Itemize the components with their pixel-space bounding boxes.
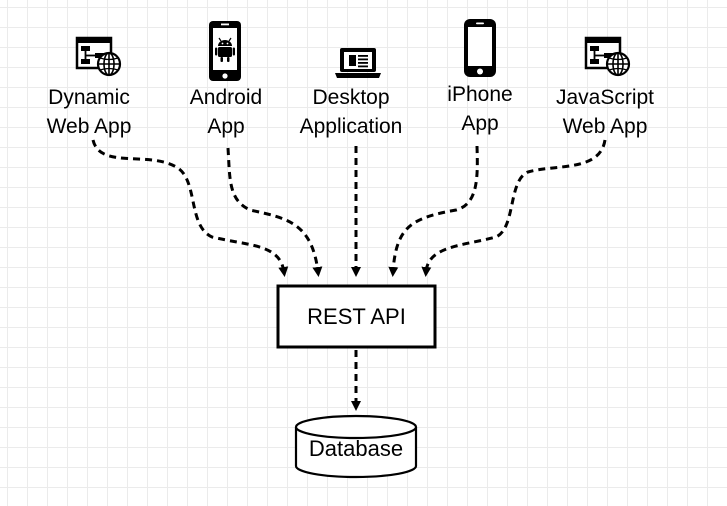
client-label-dynamic-web-app: Dynamic bbox=[48, 86, 130, 109]
client-labels: Dynamic Web App Android App Desktop Appl… bbox=[47, 83, 655, 138]
iphone-icon bbox=[464, 19, 496, 77]
client-label-javascript-web-app: JavaScript bbox=[556, 86, 654, 109]
edge-javascript-web-app-to-rest-api bbox=[421, 139, 607, 277]
web-app-globe-icon bbox=[584, 36, 631, 77]
client-label-desktop-application: Desktop bbox=[312, 86, 389, 109]
client-label-iphone-app: App bbox=[461, 112, 498, 135]
edge-dynamic-web-app-to-rest-api bbox=[91, 139, 289, 277]
rest-api-node: REST API bbox=[276, 284, 437, 349]
client-label-desktop-application: Application bbox=[300, 115, 403, 138]
laptop-icon bbox=[335, 48, 381, 78]
edges bbox=[91, 139, 607, 411]
database-cylinder-body bbox=[294, 427, 418, 479]
database-label: Database bbox=[309, 436, 403, 461]
client-label-android-app: Android bbox=[190, 86, 262, 109]
client-label-javascript-web-app: Web App bbox=[563, 115, 648, 138]
client-icons bbox=[75, 19, 631, 81]
android-phone-icon bbox=[209, 21, 241, 81]
client-label-dynamic-web-app: Web App bbox=[47, 115, 132, 138]
rest-api-label: REST API bbox=[307, 304, 406, 329]
client-label-iphone-app: iPhone bbox=[447, 83, 512, 106]
database-cylinder-top bbox=[294, 414, 418, 440]
database-node: Database bbox=[294, 414, 418, 479]
client-label-android-app: App bbox=[207, 115, 244, 138]
edge-android-app-to-rest-api bbox=[226, 147, 323, 277]
edge-iphone-app-to-rest-api bbox=[388, 145, 479, 277]
rest-api-box bbox=[276, 284, 437, 349]
web-app-globe-icon bbox=[75, 36, 122, 77]
